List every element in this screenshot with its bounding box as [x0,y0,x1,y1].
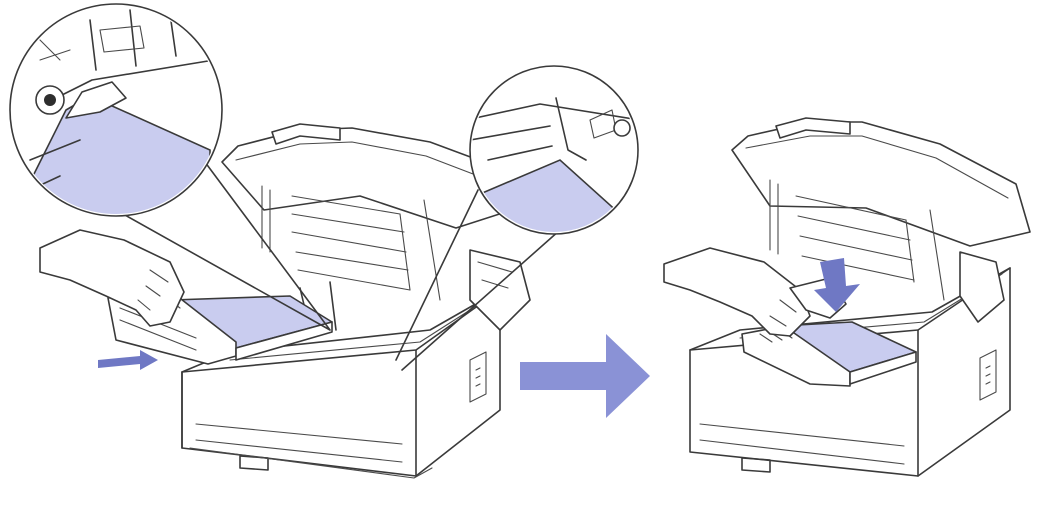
printer-open-left [181,123,531,479]
arrow-right-icon [98,350,158,370]
hand-left [39,229,185,327]
zoom-callout-left [9,3,331,331]
zoom-callout-right [395,65,639,371]
printer-open-right [689,117,1031,477]
arrow-right-icon [520,334,650,418]
arrow-down-icon [814,258,860,312]
